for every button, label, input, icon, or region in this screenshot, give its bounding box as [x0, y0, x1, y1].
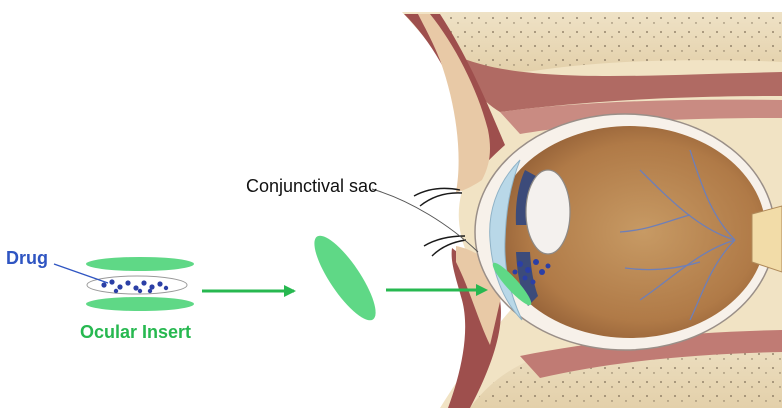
drug-label: Drug: [6, 248, 48, 269]
optic-nerve: [752, 206, 782, 272]
lens: [526, 170, 570, 254]
insert-bottom-membrane: [86, 297, 194, 311]
eye-anatomy: [372, 12, 782, 408]
ocular-insert-label: Ocular Insert: [80, 322, 191, 343]
ocular-insert: [54, 257, 194, 311]
insert-disc: [305, 228, 386, 328]
arrow-insert-to-disc: [202, 285, 296, 297]
insert-top-membrane: [86, 257, 194, 271]
conjunctival-sac-label: Conjunctival sac: [246, 176, 377, 197]
